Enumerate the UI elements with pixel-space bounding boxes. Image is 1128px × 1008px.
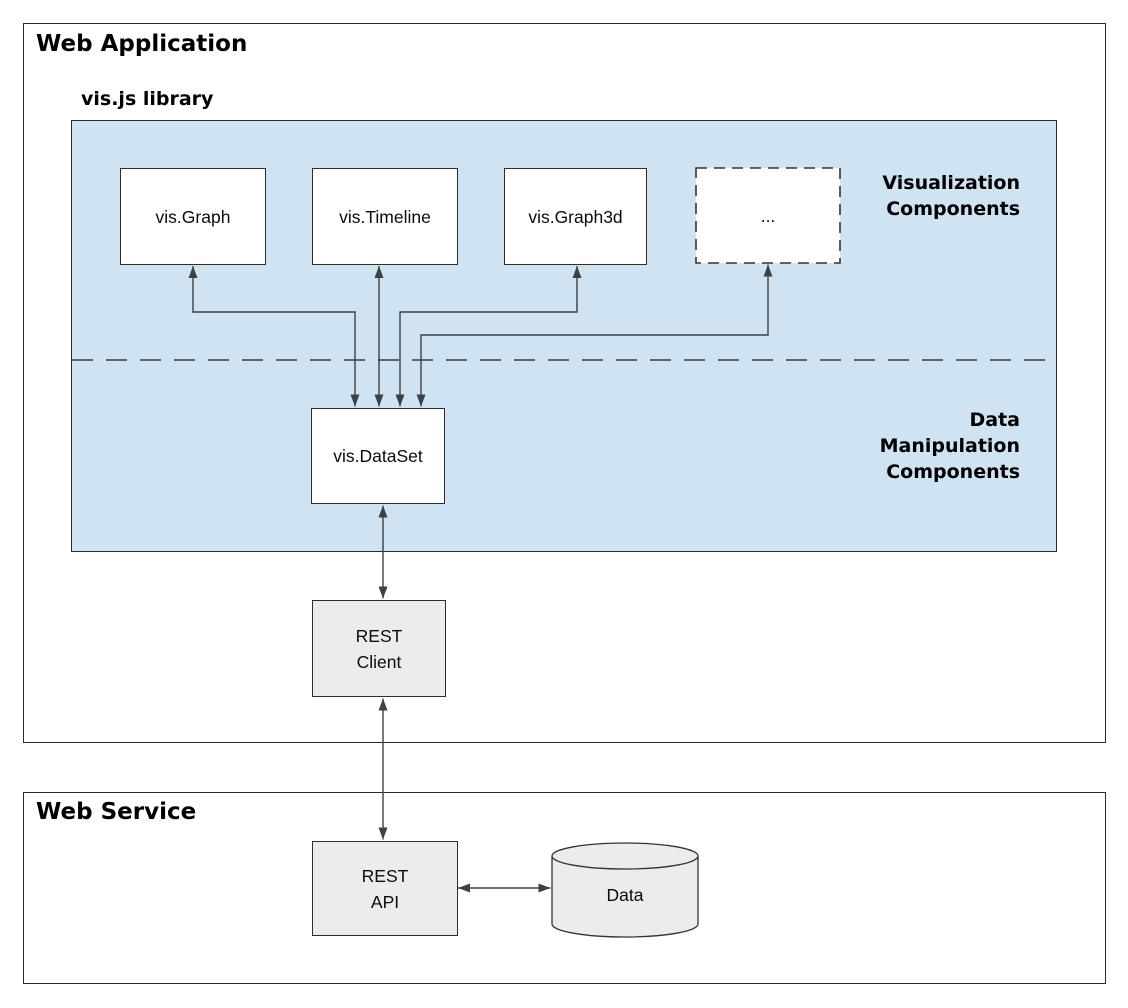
node-rest-client: REST Client (312, 600, 446, 697)
node-vis-graph3d: vis.Graph3d (504, 168, 647, 265)
web-application-title: Web Application (36, 31, 248, 57)
node-data-store-label: Data (606, 885, 644, 905)
visualization-components-label: Visualization Components (882, 172, 1020, 220)
node-more-components: ... (760, 205, 776, 226)
connector-morecomponents-dataset (416, 264, 773, 407)
node-vis-timeline: vis.Timeline (312, 168, 458, 265)
database-cylinder-body (551, 856, 699, 938)
database-cylinder-top (551, 842, 699, 870)
web-service-panel (23, 792, 1106, 984)
visjs-library-label: vis.js library (81, 88, 214, 110)
data-manipulation-components-label: Data Manipulation Components (879, 409, 1020, 483)
node-vis-dataset: vis.DataSet (311, 408, 445, 504)
web-service-title: Web Service (36, 799, 197, 825)
node-vis-graph: vis.Graph (120, 168, 266, 265)
connector-visgraph3d-dataset (395, 266, 582, 407)
web-application-panel (23, 23, 1106, 743)
connector-visgraph-dataset (188, 266, 360, 407)
node-rest-api: REST API (312, 841, 458, 936)
more-components-box-outline (695, 167, 841, 264)
